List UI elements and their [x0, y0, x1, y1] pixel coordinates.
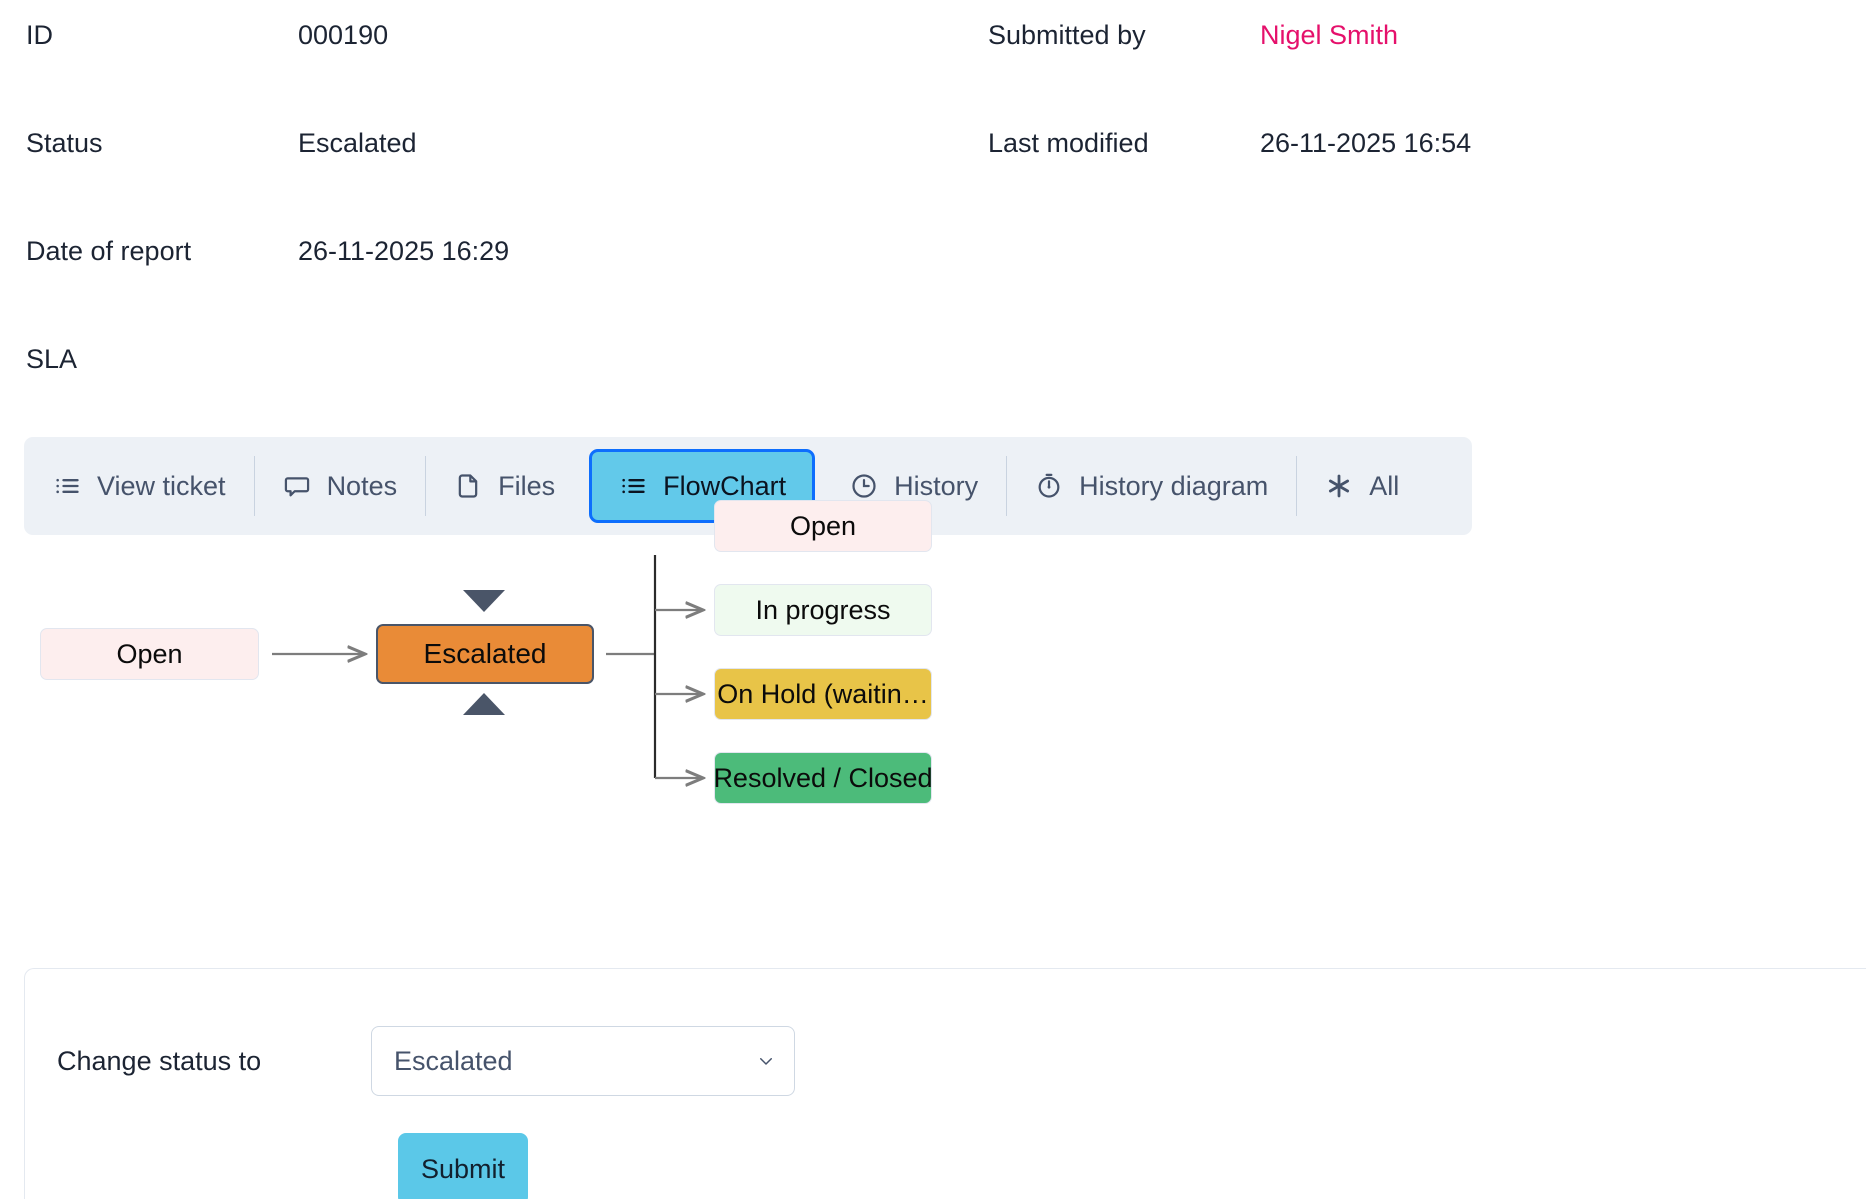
tab-view-ticket[interactable]: View ticket	[24, 437, 254, 535]
field-label-submitted-by: Submitted by	[988, 20, 1146, 50]
triangle-up-marker	[463, 693, 505, 715]
field-label-last-modified: Last modified	[988, 128, 1149, 158]
tab-history[interactable]: History	[821, 437, 1006, 535]
status-select[interactable]: Escalated	[371, 1026, 795, 1096]
tab-all[interactable]: All	[1296, 437, 1427, 535]
meta-row: Status Escalated Last modified 26-11-202…	[0, 126, 1866, 234]
change-status-panel: Change status to Escalated Submit	[24, 968, 1866, 1199]
field-label-id: ID	[26, 20, 53, 50]
meta-row: Date of report 26-11-2025 16:29	[0, 234, 1866, 342]
field-label-status: Status	[26, 128, 103, 158]
change-status-row: Change status to Escalated	[57, 1026, 795, 1096]
flowchart-edges	[272, 555, 1000, 955]
flow-node-target-on-hold[interactable]: On Hold (waitin…	[714, 668, 932, 720]
meta-row: ID 000190 Submitted by Nigel Smith	[0, 18, 1866, 126]
tab-history-diagram[interactable]: History diagram	[1006, 437, 1296, 535]
submit-button[interactable]: Submit	[398, 1133, 528, 1199]
asterisk-icon	[1324, 471, 1354, 501]
triangle-down-marker	[463, 590, 505, 612]
field-value-last-modified: 26-11-2025 16:54	[1260, 128, 1472, 158]
status-select-value: Escalated	[394, 1045, 513, 1076]
tab-notes[interactable]: Notes	[253, 437, 426, 535]
list-icon	[52, 471, 82, 501]
flow-node-target-open[interactable]: Open	[714, 500, 932, 552]
comment-icon	[282, 471, 312, 501]
ticket-meta: ID 000190 Submitted by Nigel Smith Statu…	[0, 0, 1866, 450]
stopwatch-icon	[1034, 471, 1064, 501]
field-value-submitted-by[interactable]: Nigel Smith	[1260, 20, 1399, 50]
field-value-date-of-report: 26-11-2025 16:29	[298, 236, 510, 266]
field-label-sla: SLA	[26, 344, 78, 374]
ticket-tabbar: View ticket Notes Files	[24, 437, 1472, 535]
status-select-wrapper: Escalated	[371, 1026, 795, 1096]
tab-label: History	[894, 470, 979, 501]
tab-label: FlowChart	[663, 470, 787, 501]
tab-label: History diagram	[1079, 470, 1269, 501]
list-icon	[618, 471, 648, 501]
tab-label: View ticket	[97, 470, 226, 501]
meta-row: SLA	[0, 342, 1866, 450]
change-status-label: Change status to	[57, 1045, 262, 1076]
clock-icon	[849, 471, 879, 501]
tab-label: Notes	[326, 470, 398, 501]
file-icon	[453, 471, 483, 501]
tab-files[interactable]: Files	[425, 437, 583, 535]
flow-node-escalated-current[interactable]: Escalated	[376, 624, 594, 684]
flow-node-open-source[interactable]: Open	[40, 628, 259, 680]
flow-node-target-in-progress[interactable]: In progress	[714, 584, 932, 636]
tab-label: All	[1369, 470, 1400, 501]
status-flowchart: Open Escalated Open In progress On Hold …	[0, 500, 1866, 955]
tab-label: Files	[498, 470, 556, 501]
field-value-status: Escalated	[298, 128, 417, 158]
flow-node-target-resolved-closed[interactable]: Resolved / Closed	[714, 752, 932, 804]
field-label-date-of-report: Date of report	[26, 236, 192, 266]
field-value-id: 000190	[298, 20, 389, 50]
chevron-down-icon	[757, 1052, 775, 1070]
